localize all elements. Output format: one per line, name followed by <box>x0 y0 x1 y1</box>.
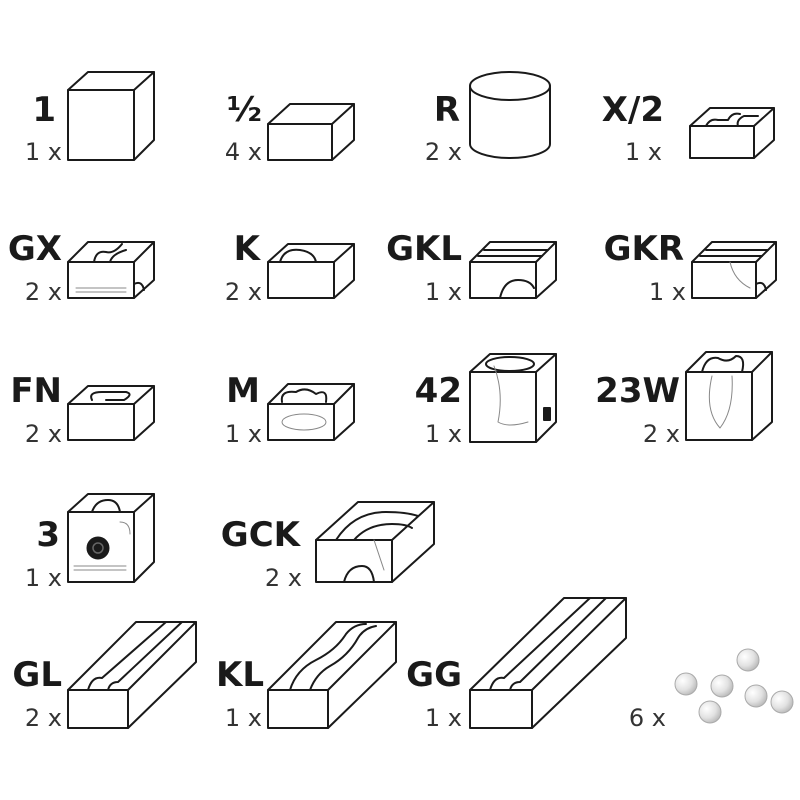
piece-count: 1 x <box>224 420 262 448</box>
cross-half-block-icon <box>689 107 775 159</box>
piece-code: 1 <box>32 90 56 130</box>
piece-code: K <box>233 229 260 269</box>
piece-count: 1 x <box>648 278 686 306</box>
groove-cross-block-icon <box>67 241 155 299</box>
cube-block-icon <box>67 71 155 161</box>
piece-count: 1 x <box>224 704 262 732</box>
piece-count: 1 x <box>424 278 462 306</box>
piece-count: 1 x <box>424 704 462 732</box>
piece-count: 2 x <box>24 420 62 448</box>
piece-code: GCK <box>220 515 300 555</box>
piece-count: 1 x <box>24 138 62 166</box>
piece-count: 2 x <box>642 420 680 448</box>
long-groove-block-icon <box>67 621 197 729</box>
piece-code: GX <box>7 229 62 269</box>
piece-code: FN <box>10 371 62 411</box>
piece-count: 2 x <box>424 138 462 166</box>
piece-code: GKL <box>386 229 462 269</box>
piece-count: 2 x <box>224 278 262 306</box>
groove-curve-block-icon <box>315 501 435 583</box>
tower-block-icon <box>469 353 557 443</box>
round-cylinder-block-icon <box>469 71 551 159</box>
marbles-icon <box>674 648 794 724</box>
piece-code: R <box>433 90 460 130</box>
piece-code: 3 <box>36 515 60 555</box>
piece-count: 4 x <box>224 138 262 166</box>
groove-curve-right-block-icon <box>691 241 777 299</box>
piece-code: M <box>226 371 260 411</box>
piece-count: 2 x <box>24 704 62 732</box>
long-curve-block-icon <box>267 621 397 729</box>
piece-count: 1 x <box>624 138 662 166</box>
piece-count: 2 x <box>264 564 302 592</box>
piece-count: 2 x <box>24 278 62 306</box>
piece-code: X/2 <box>601 90 664 130</box>
funnel-block-icon <box>67 385 155 441</box>
piece-count: 1 x <box>424 420 462 448</box>
piece-code: KL <box>215 655 264 695</box>
piece-code: ½ <box>226 90 262 130</box>
tunnel-block-icon <box>67 493 155 583</box>
piece-count: 1 x <box>24 564 62 592</box>
curve-block-icon <box>267 243 355 299</box>
piece-code: GL <box>12 655 62 695</box>
groove-curve-left-block-icon <box>469 241 557 299</box>
piece-code: 23W <box>595 371 680 411</box>
piece-code: GKR <box>603 229 684 269</box>
piece-code: GG <box>406 655 462 695</box>
half-block-icon <box>267 103 355 161</box>
marbles-count: 6 x <box>628 704 666 732</box>
merge-block-icon <box>267 383 355 441</box>
switch-block-icon <box>685 351 773 441</box>
long-straight-block-icon <box>469 597 627 729</box>
piece-code: 42 <box>414 371 462 411</box>
